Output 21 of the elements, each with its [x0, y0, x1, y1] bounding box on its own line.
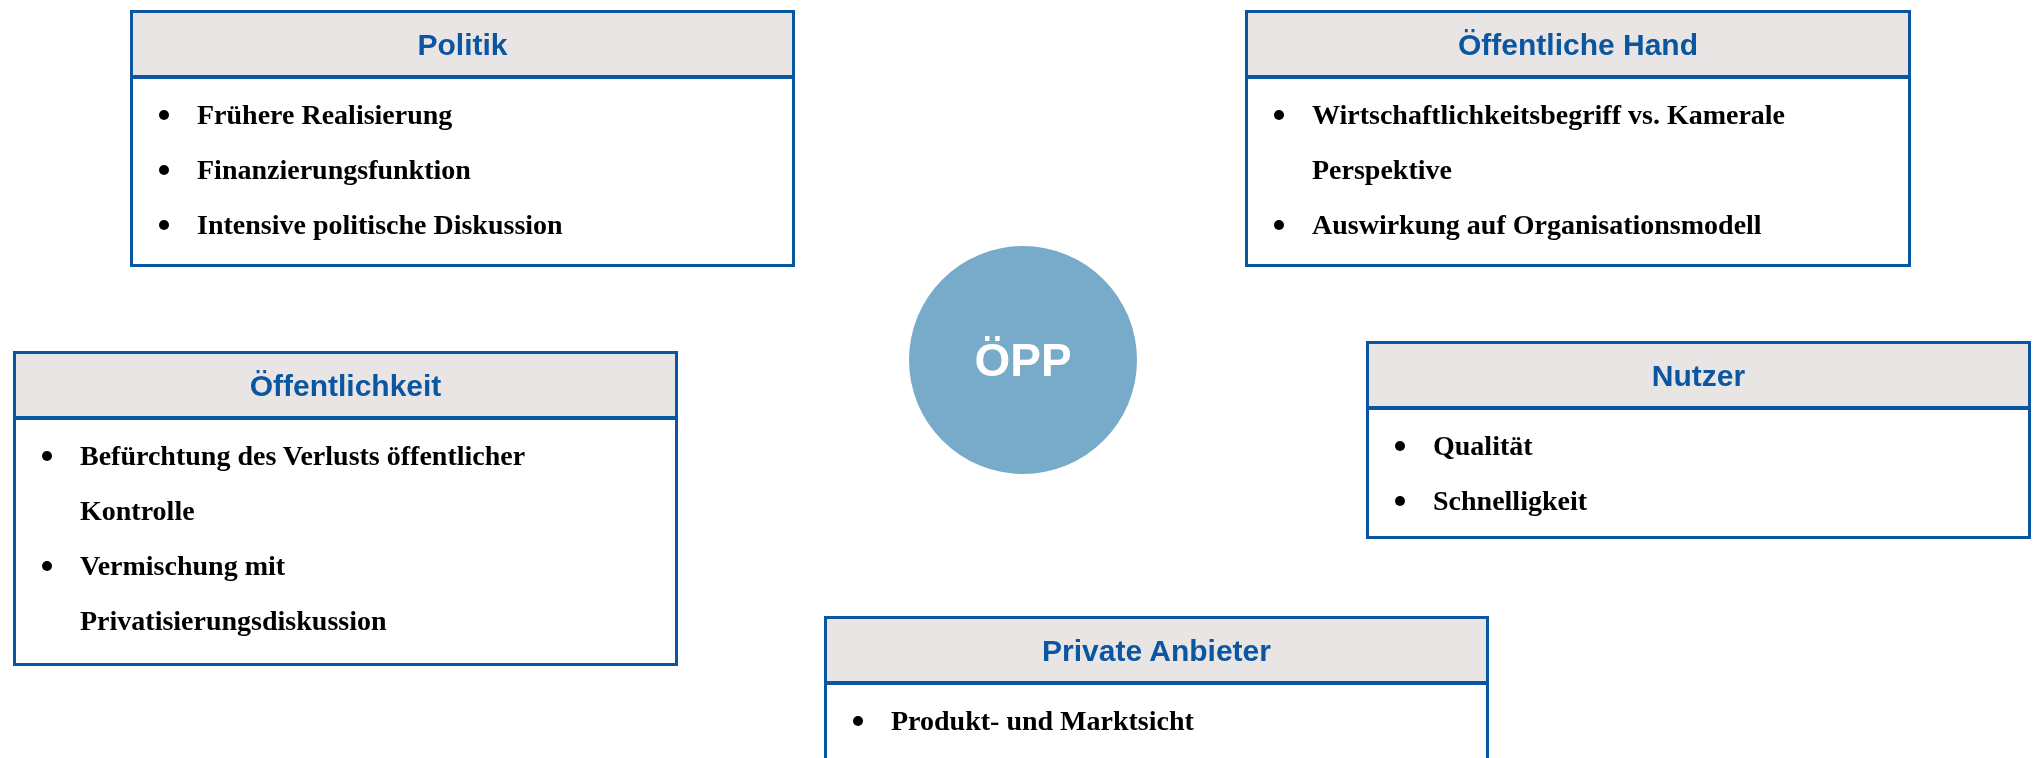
- bullet-text: Produkt- und Marktsicht: [891, 704, 1194, 738]
- bullet-text: Qualität: [1433, 429, 1533, 463]
- box-heading: Private Anbieter: [827, 619, 1486, 685]
- stakeholder-box: [1366, 341, 2031, 539]
- bullet-text: Wirtschaftlichkeitsbegriff vs. Kamerale Perspektive: [1312, 98, 1787, 187]
- box-heading: Nutzer: [1369, 344, 2028, 410]
- bullet-text: Frühere Realisierung: [197, 98, 453, 132]
- box-heading: Politik: [133, 13, 792, 79]
- stakeholder-box: [1245, 10, 1911, 267]
- stakeholder-box: [13, 351, 678, 666]
- stakeholder-box: [824, 616, 1489, 758]
- center-label: ÖPP: [974, 332, 1072, 388]
- bullet-text: Befürchtung des Verlusts öffentlicher Kontrolle: [80, 439, 526, 528]
- bullet-text: Schnelligkeit: [1433, 484, 1587, 518]
- box-heading: Öffentlichkeit: [16, 354, 675, 420]
- bullet-text: Auswirkung auf Organisationsmodell: [1312, 208, 1762, 242]
- bullet-text: Vermischung mit Privatisierungsdiskussion: [80, 549, 388, 638]
- box-heading: Öffentliche Hand: [1248, 13, 1908, 79]
- bullet-text: Intensive politische Diskussion: [197, 208, 563, 242]
- stakeholder-box: [130, 10, 795, 267]
- bullet-text: Finanzierungsfunktion: [197, 153, 471, 187]
